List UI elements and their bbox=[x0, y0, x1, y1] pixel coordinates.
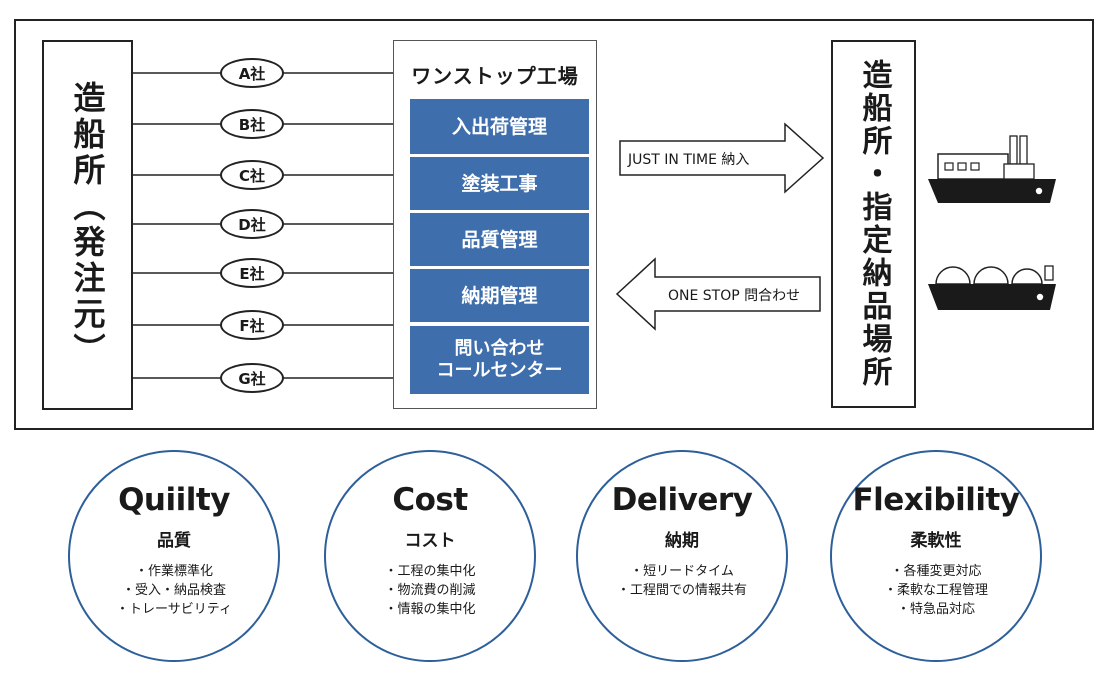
flexibility-subtitle: 柔軟性 bbox=[910, 531, 962, 551]
lng-carrier-icon bbox=[928, 265, 1056, 310]
delivery-circle: Delivery 納期 ・短リードタイム ・工程間での情報共有 bbox=[576, 450, 788, 662]
cost-subtitle: コスト bbox=[404, 531, 456, 551]
factory-item-delivery: 納期管理 bbox=[410, 269, 589, 322]
one-stop-arrow-label: ONE STOP 問合わせ bbox=[668, 288, 801, 304]
flexibility-points: ・各種変更対応 ・柔軟な工程管理 ・特急品対応 bbox=[832, 562, 1040, 619]
destination-box: 造船所・指定納品場所 bbox=[831, 40, 916, 408]
company-g: G社 bbox=[220, 363, 284, 393]
factory-item-shipping: 入出荷管理 bbox=[410, 99, 589, 154]
quality-points: ・作業標準化 ・受入・納品検査 ・トレーサビリティ bbox=[70, 562, 278, 619]
company-a: A社 bbox=[220, 58, 284, 88]
flexibility-point: ・柔軟な工程管理 bbox=[883, 583, 988, 598]
cost-point: ・情報の集中化 bbox=[384, 602, 476, 617]
flexibility-point: ・各種変更対応 bbox=[890, 564, 982, 579]
cost-title: Cost bbox=[392, 482, 468, 518]
flexibility-circle: Flexibility 柔軟性 ・各種変更対応 ・柔軟な工程管理 ・特急品対応 bbox=[830, 450, 1042, 662]
flexibility-title: Flexibility bbox=[852, 482, 1020, 518]
jit-arrow-label: JUST IN TIME 納入 bbox=[628, 152, 750, 168]
supply-chain-frame bbox=[14, 19, 1094, 430]
factory-item-callcenter: 問い合わせ コールセンター bbox=[410, 326, 589, 394]
cost-point: ・物流費の削減 bbox=[384, 583, 476, 598]
factory-item-painting: 塗装工事 bbox=[410, 157, 589, 210]
left-arrow bbox=[615, 257, 821, 331]
client-label: 造船所（発注元） bbox=[68, 81, 107, 369]
flexibility-point: ・特急品対応 bbox=[896, 602, 975, 617]
quality-point: ・受入・納品検査 bbox=[121, 583, 226, 598]
delivery-points: ・短リードタイム ・工程間での情報共有 bbox=[578, 562, 786, 600]
cost-circle: Cost コスト ・工程の集中化 ・物流費の削減 ・情報の集中化 bbox=[324, 450, 536, 662]
quality-title: Quiilty bbox=[118, 482, 230, 518]
company-c: C社 bbox=[220, 160, 284, 190]
right-arrow bbox=[619, 122, 825, 194]
quality-point: ・作業標準化 bbox=[134, 564, 213, 579]
quality-circle: Quiilty 品質 ・作業標準化 ・受入・納品検査 ・トレーサビリティ bbox=[68, 450, 280, 662]
cost-point: ・工程の集中化 bbox=[384, 564, 476, 579]
delivery-title: Delivery bbox=[611, 482, 753, 518]
destination-label: 造船所・指定納品場所 bbox=[856, 59, 892, 389]
factory-title: ワンストップ工場 bbox=[411, 64, 579, 88]
company-d: D社 bbox=[220, 209, 284, 239]
company-b: B社 bbox=[220, 109, 284, 139]
delivery-subtitle: 納期 bbox=[665, 531, 699, 551]
client-shipyard-box: 造船所（発注元） bbox=[42, 40, 133, 410]
cost-points: ・工程の集中化 ・物流費の削減 ・情報の集中化 bbox=[326, 562, 534, 619]
company-f: F社 bbox=[220, 310, 284, 340]
delivery-point: ・短リードタイム bbox=[630, 564, 734, 579]
cargo-ship-icon bbox=[928, 135, 1056, 203]
delivery-point: ・工程間での情報共有 bbox=[616, 583, 747, 598]
company-e: E社 bbox=[220, 258, 284, 288]
quality-point: ・トレーサビリティ bbox=[116, 602, 232, 617]
quality-subtitle: 品質 bbox=[157, 531, 191, 551]
factory-item-quality: 品質管理 bbox=[410, 213, 589, 266]
